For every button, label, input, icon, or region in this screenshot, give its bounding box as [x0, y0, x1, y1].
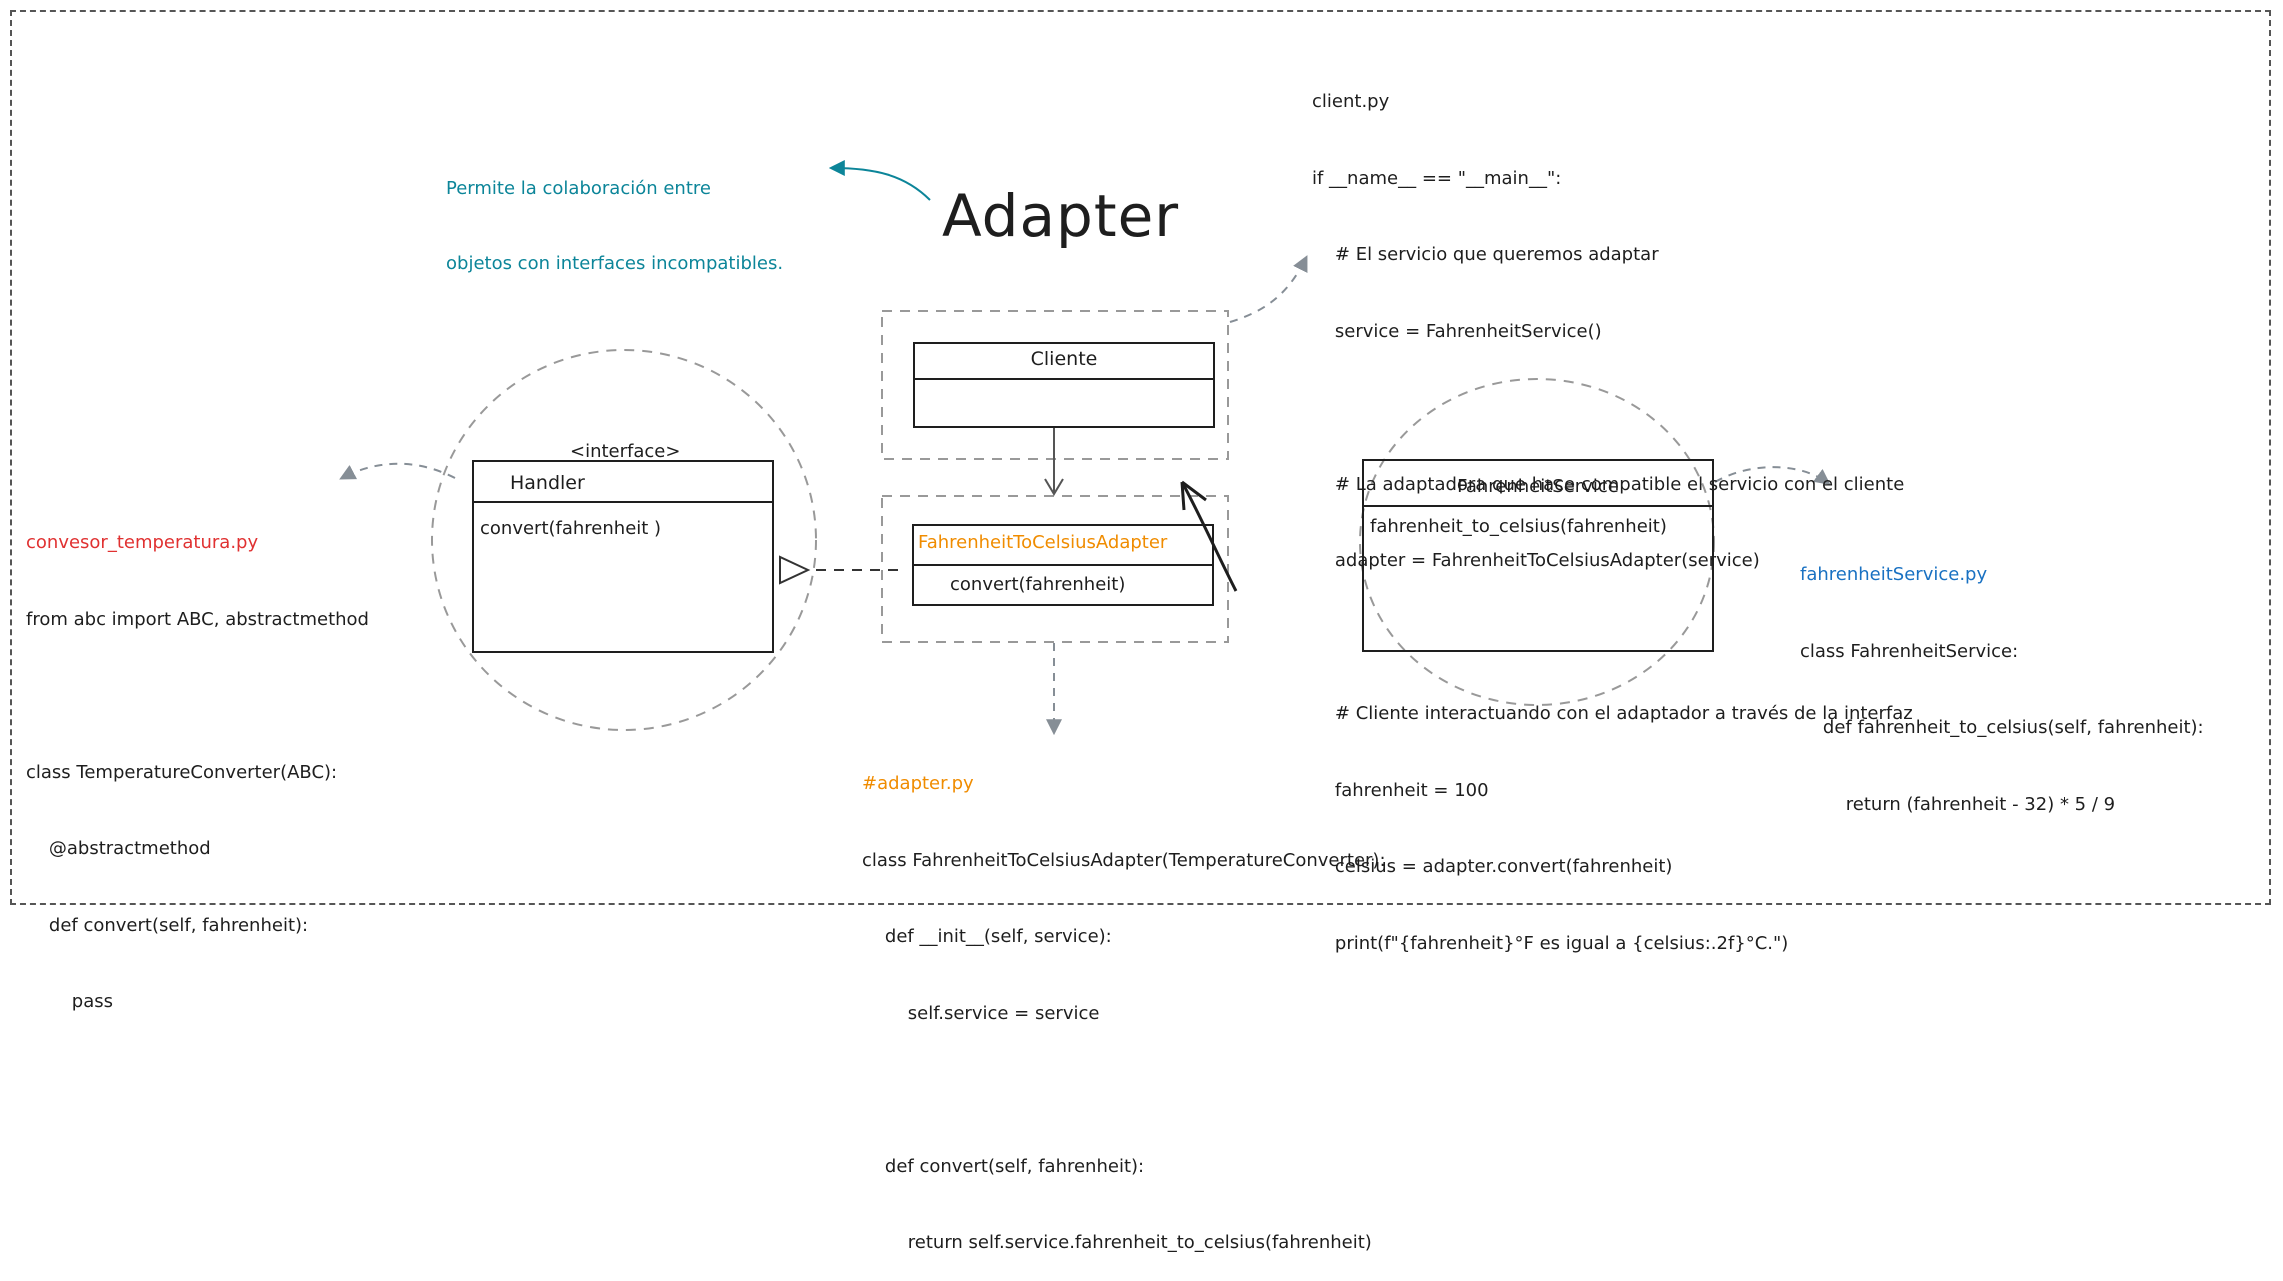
interface-stereotype: <interface> [570, 441, 681, 462]
class-divider [1364, 505, 1712, 507]
service-code-arrow [1714, 466, 1831, 485]
adapter-group-outline [881, 495, 1229, 643]
converter-code-arrow [339, 462, 456, 480]
adapter-code-block: #adapter.py class FahrenheitToCelsiusAda… [862, 720, 1386, 1281]
code-line: adapter = FahrenheitToCelsiusAdapter(ser… [1312, 550, 1760, 571]
diagram-title: Adapter [942, 182, 1180, 250]
code-line: pass [26, 991, 113, 1012]
class-name: Handler [510, 472, 585, 494]
uml-interface-handler: Handler convert(fahrenheit ) [472, 460, 774, 653]
converter-code-block: convesor_temperatura.py from abc import … [26, 479, 369, 1040]
code-line [1312, 395, 1913, 421]
code-line: class FahrenheitService: [1800, 640, 2019, 662]
converter-filename: convesor_temperatura.py [26, 532, 259, 553]
class-divider [914, 564, 1212, 566]
uml-class-adapter: FahrenheitToCelsiusAdapter convert(fahre… [912, 524, 1214, 606]
code-line: fahrenheit = 100 [1312, 779, 1489, 801]
handler-circle [431, 349, 817, 731]
class-name: FahrenheitToCelsiusAdapter [918, 532, 1168, 553]
code-line: # Cliente interactuando con el adaptador… [1312, 703, 1913, 724]
code-line: class TemperatureConverter(ABC): [26, 761, 338, 783]
service-circle [1359, 378, 1715, 706]
client-code-arrow [1229, 255, 1308, 323]
class-name: Cliente [1030, 348, 1098, 370]
adapter-to-service-arrow [1180, 481, 1238, 592]
class-method: convert(fahrenheit ) [480, 518, 662, 539]
class-divider [915, 378, 1213, 380]
uml-class-cliente: Cliente [913, 342, 1215, 428]
code-line: celsius = adapter.convert(fahrenheit) [1312, 856, 1673, 877]
realization-triangle [779, 555, 811, 585]
code-line: service = FahrenheitService() [1312, 320, 1602, 342]
code-line: # El servicio que queremos adaptar [1312, 244, 1659, 265]
code-line: print(f"{fahrenheit}°F es igual a {celsi… [1312, 932, 1789, 954]
code-line [26, 683, 369, 709]
code-line: @abstractmethod [26, 838, 211, 859]
code-line: if __name__ == "__main__": [1312, 167, 1562, 189]
intent-note-line: objetos con interfaces incompatibles. [446, 253, 784, 274]
code-line: return self.service.fahrenheit_to_celsiu… [862, 1232, 1372, 1253]
service-code-block: fahrenheitService.py class FahrenheitSer… [1800, 511, 2204, 843]
code-line: def fahrenheit_to_celsius(self, fahrenhe… [1800, 717, 2204, 738]
code-line: self.service = service [862, 1002, 1100, 1024]
code-line: client.py [1312, 91, 1390, 112]
code-line: def __init__(self, service): [862, 926, 1112, 947]
uml-class-service: FahrenheitService fahrenheit_to_celsius(… [1362, 459, 1714, 652]
note-arrow [828, 160, 931, 201]
class-method: convert(fahrenheit) [950, 574, 1126, 595]
code-line: def convert(self, fahrenheit): [26, 914, 309, 936]
code-line: class FahrenheitToCelsiusAdapter(Tempera… [862, 849, 1386, 871]
connectors-layer [339, 160, 1831, 736]
class-name: FahrenheitService [1457, 476, 1619, 497]
intent-note-line: Permite la colaboración entre [446, 178, 711, 199]
service-filename: fahrenheitService.py [1800, 564, 1988, 585]
code-line: def convert(self, fahrenheit): [862, 1155, 1145, 1177]
class-method: fahrenheit_to_celsius(fahrenheit) [1370, 516, 1667, 537]
code-line: # La adaptadora que hace compatible el s… [1312, 473, 1905, 495]
code-line: from abc import ABC, abstractmethod [26, 608, 369, 630]
code-line [862, 1077, 1386, 1103]
intent-note: Permite la colaboración entre objetos co… [446, 126, 783, 301]
code-line: return (fahrenheit - 32) * 5 / 9 [1800, 793, 2116, 815]
class-divider [474, 501, 772, 503]
diagram-frame [10, 10, 2271, 905]
adapter-filename: #adapter.py [862, 773, 974, 794]
